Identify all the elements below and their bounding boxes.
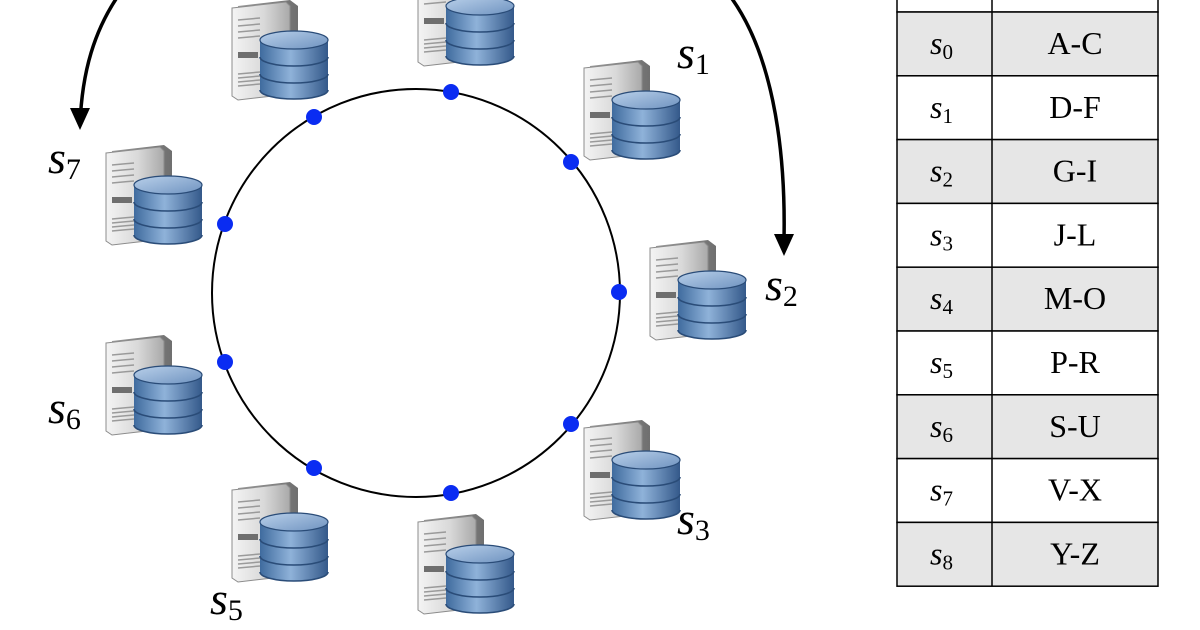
table-row: s1 D-F [896,75,1159,141]
server-icon-s6 [105,334,203,436]
ring-node [563,154,579,170]
ring-node [306,109,322,125]
server-label-s5: s5 [210,573,243,627]
table-row: s3 J-L [896,202,1159,268]
server-label-s6: s6 [48,382,81,436]
ring-node [306,460,322,476]
table-row: s4 M-O [896,266,1159,332]
server-icon-s3 [583,419,681,521]
table-body: s0 A-C s1 D-F s2 G-I s3 J-L s4 M-O s5 P-R s6 S-U s7 V-X… [896,11,1159,587]
table-cell-server: s7 [930,472,953,511]
table-row: s5 P-R [896,330,1159,396]
ring-node [217,354,233,370]
table-row: s0 A-C [896,11,1159,77]
table-cell-server: s0 [930,25,953,64]
table-row-background [896,75,1159,141]
arrow-counterclockwise-icon [78,0,118,126]
table-cell-range: J-L [1054,216,1097,252]
server-icon-s2 [649,239,747,341]
table-row-background [896,266,1159,332]
server-label-s7: s7 [48,132,81,186]
table-row-background [896,521,1159,587]
table-row: s6 S-U [896,394,1159,460]
server-icon-bottom [417,513,515,615]
ring-node [443,485,459,501]
server-icon-s7 [105,144,203,246]
range-table: s0 A-C s1 D-F s2 G-I s3 J-L s4 M-O s5 P-R s6 S-U s7 V-X… [896,0,1159,587]
arrow-counterclockwise-head [70,108,90,130]
table-row: s7 V-X [896,457,1159,524]
table-cell-server: s6 [930,408,953,447]
server-label-s3: s3 [677,493,710,547]
table-row-background [896,394,1159,460]
table-cell-range: A-C [1047,25,1102,61]
table-cell-range: P-R [1050,344,1100,380]
table-cell-range: M-O [1044,280,1106,316]
ring-node [611,284,627,300]
ring-node [443,84,459,100]
table-row-background [896,457,1159,524]
table-cell-server: s5 [930,344,953,383]
table-cell-range: G-I [1053,153,1097,189]
table-cell-range: D-F [1049,89,1101,125]
table-cell-server: s3 [930,216,953,255]
table-cell-server: s4 [930,280,953,319]
arrow-clockwise-icon [730,0,786,241]
table-row-background [896,11,1159,77]
table-cell-server: s1 [930,89,953,128]
table-cell-server: s8 [930,535,953,574]
server-icon-s5 [231,481,329,583]
server-icon-top [417,0,515,67]
table-cell-range: S-U [1049,408,1101,444]
table-row: s2 G-I [896,138,1159,205]
table-header-row [896,0,1159,13]
ring-nodes [217,84,627,501]
server-label-s2: s2 [765,259,798,313]
ring-node [563,416,579,432]
server-icon-top-left [231,0,329,101]
hash-ring [211,88,621,498]
arrow-clockwise-head [774,234,794,256]
ring-node [217,216,233,232]
table-cell-range: V-X [1048,472,1102,508]
table-cell-server: s2 [930,153,953,192]
table-cell-range: Y-Z [1050,535,1100,571]
server-icon-s1 [583,59,681,161]
table-row: s8 Y-Z [896,521,1159,587]
server-label-s1: s1 [677,27,710,81]
